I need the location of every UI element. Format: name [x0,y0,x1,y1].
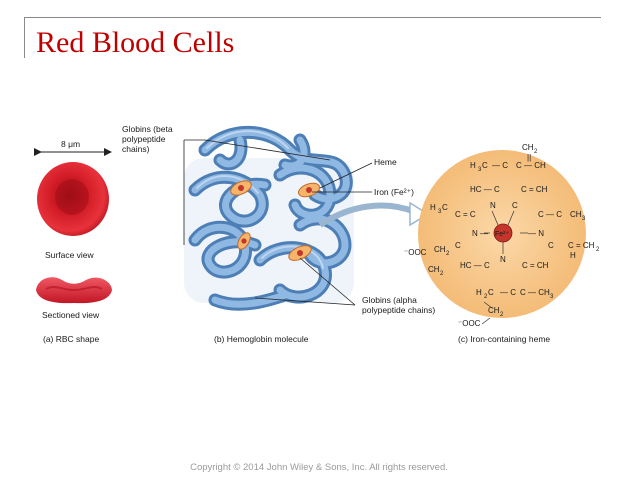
svg-text:H: H [570,251,576,260]
svg-text:C: C [442,203,448,212]
svg-text:— C: — C [500,288,516,297]
rbc-surface-view [37,162,109,236]
svg-text:CH: CH [428,265,440,274]
svg-text:C — CH: C — CH [520,288,550,297]
sectioned-view-label: Sectioned view [42,310,100,320]
globins-beta-label: Globins (beta polypeptide chains) [122,124,175,154]
svg-text:N: N [490,201,496,210]
svg-text:⁻OOC: ⁻OOC [404,248,427,257]
size-label: 8 μm [61,139,80,149]
svg-text:2: 2 [534,149,538,155]
svg-text:2: 2 [596,247,600,253]
svg-text:H: H [476,288,482,297]
svg-text:C = C: C = C [455,210,476,219]
page-title: Red Blood Cells [36,26,235,59]
svg-text:H: H [470,161,476,170]
panel-rbc-shape: 8 μm Surface view Sectioned view (a) RBC… [34,139,112,344]
svg-text:CH: CH [522,143,534,152]
svg-text:— N: — N [528,229,544,238]
svg-text:CH: CH [488,306,500,315]
surface-view-label: Surface view [45,250,95,260]
svg-text:C: C [455,241,461,250]
svg-text:2: 2 [500,312,504,318]
svg-text:C: C [488,288,494,297]
svg-text:3: 3 [438,209,442,215]
slide-frame-left [24,17,25,58]
svg-text:N: N [500,255,506,264]
iron-label: Iron (Fe²⁺) [374,187,414,197]
svg-text:C: C [548,241,554,250]
svg-text:2: 2 [484,294,488,300]
svg-text:CH: CH [570,210,582,219]
svg-text:3: 3 [478,167,482,173]
svg-text:2: 2 [440,271,444,277]
svg-text:N —: N — [472,229,488,238]
svg-text:C — C: C — C [538,210,562,219]
svg-text:C = CH: C = CH [521,185,548,194]
svg-text:2: 2 [446,251,450,257]
svg-text:⁻OOC: ⁻OOC [458,319,481,328]
svg-text:C: C [512,201,518,210]
hemoglobin-caption: (b) Hemoglobin molecule [214,334,309,344]
svg-text:C — CH: C — CH [516,161,546,170]
heme-caption: (c) Iron-containing heme [458,334,550,344]
svg-text:CH: CH [434,245,446,254]
copyright-notice: Copyright © 2014 John Wiley & Sons, Inc.… [190,462,448,473]
svg-text:— C: — C [492,161,508,170]
svg-text:3: 3 [550,294,554,300]
svg-text:H: H [430,203,436,212]
svg-text:HC — C: HC — C [470,185,500,194]
iron-center-label: Fe²⁺ [495,231,510,238]
panel-hemoglobin: Globins (beta polypeptide chains) Heme I… [122,124,435,344]
svg-text:||: || [527,153,531,162]
svg-text:C = CH: C = CH [522,261,549,270]
globins-alpha-label: Globins (alpha polypeptide chains) [362,295,435,315]
zoom-arrow [318,202,417,228]
svg-text:C = CH: C = CH [568,241,595,250]
protein-ribbons [188,125,353,311]
heme-label: Heme [374,157,397,167]
rbc-caption: (a) RBC shape [43,334,99,344]
iron-center [493,223,513,243]
slide-frame-top [24,17,601,18]
svg-text:3: 3 [582,216,586,222]
heme-groups [230,180,321,261]
svg-text:HC — C: HC — C [460,261,490,270]
svg-text:C: C [482,161,488,170]
